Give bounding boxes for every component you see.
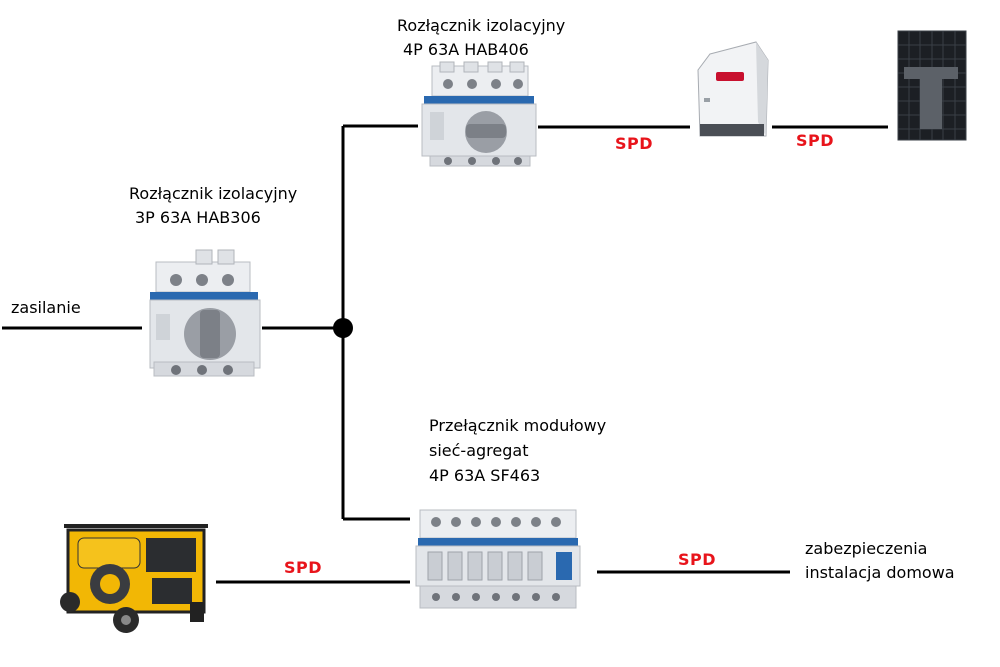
pv-panel-image (897, 30, 967, 141)
switch-hab406-label: Rozłącznik izolacyjny 4P 63A HAB406 (397, 14, 565, 62)
switch-hab306-line1: Rozłącznik izolacyjny (129, 184, 298, 203)
switch-hab306-line2: 3P 63A HAB306 (135, 208, 261, 227)
transfer-switch-line3: 4P 63A SF463 (429, 466, 541, 485)
switch-hab406-line1: Rozłącznik izolacyjny (397, 16, 566, 35)
transfer-switch-line2: sieć-agregat (429, 441, 529, 460)
switch-hab306-label: Rozłącznik izolacyjny 3P 63A HAB306 (129, 182, 297, 230)
spd-label-home-side: SPD (678, 550, 717, 569)
switch-hab406-line2: 4P 63A HAB406 (403, 40, 529, 59)
spd-label-panel-side: SPD (796, 131, 835, 150)
home-protection-label: zabezpieczenia instalacja domowa (805, 537, 955, 585)
junction-dot (333, 318, 353, 338)
inverter-image (697, 41, 769, 137)
home-protection-line2: instalacja domowa (805, 563, 955, 582)
home-protection-line1: zabezpieczenia (805, 539, 928, 558)
spd-label-generator-side: SPD (284, 558, 323, 577)
isolating-switch-hab406-image (421, 61, 537, 167)
transfer-switch-label: Przełącznik modułowy sieć-agregat 4P 63A… (429, 413, 606, 488)
supply-label: zasilanie (11, 298, 81, 317)
spd-label-inverter-side: SPD (615, 134, 654, 153)
transfer-switch-line1: Przełącznik modułowy (429, 416, 607, 435)
generator-image (60, 524, 208, 633)
isolating-switch-hab306-image (149, 249, 261, 377)
transfer-switch-sf463-image (415, 509, 581, 609)
